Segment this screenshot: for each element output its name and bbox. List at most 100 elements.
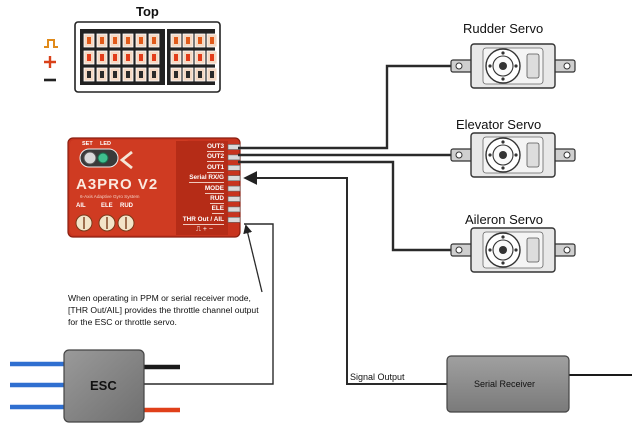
signal-output-label: Signal Output (350, 372, 405, 382)
connector-pin (87, 71, 91, 78)
esc-body (63, 349, 145, 423)
wire-out1-aileron (238, 160, 455, 252)
port-header-pins (227, 144, 241, 223)
connector-pin (198, 54, 202, 61)
header-pin (227, 196, 241, 202)
connector-pin (100, 37, 104, 44)
top-view-title: Top (136, 4, 159, 19)
set-label: SET (82, 141, 93, 147)
horn-hole (501, 261, 505, 265)
brand-subtitle: 6-Axis Adaptive Gyro System (80, 194, 140, 199)
knob-label-ail: AIL (76, 203, 86, 209)
connector-pin (186, 54, 190, 61)
note-line: for the ESC or throttle servo. (68, 317, 177, 327)
connector-pin (186, 71, 190, 78)
connector-pin (100, 54, 104, 61)
port-label: OUT2 (206, 153, 224, 163)
connector-pin (174, 71, 178, 78)
horn-hole (501, 140, 505, 144)
servo-wires (238, 64, 455, 252)
esc-label: ESC (90, 378, 117, 393)
receiver-body (446, 355, 570, 413)
connector-pin (152, 37, 156, 44)
connector-pin (139, 37, 143, 44)
connector-pin (210, 71, 214, 78)
pin-grid (83, 33, 218, 82)
connector-pin (198, 71, 202, 78)
mount-hole (563, 151, 571, 159)
esc-unit (10, 349, 180, 423)
connector-pin (174, 54, 178, 61)
horn-hole (501, 51, 505, 55)
horn-hole (514, 248, 518, 252)
port-label: ELE (211, 205, 224, 215)
note-arrow (243, 224, 263, 293)
connector-pin (152, 54, 156, 61)
header-pin (227, 165, 241, 171)
connector-pin (210, 54, 214, 61)
connector-pin (113, 37, 117, 44)
servo-gear-cover (526, 53, 540, 79)
mount-hole (455, 62, 463, 70)
chevron-logo-icon (119, 150, 133, 170)
header-pin (227, 217, 241, 223)
connector-pin (126, 54, 130, 61)
servo-group (450, 43, 576, 273)
aileron-servo-label: Aileron Servo (465, 212, 544, 227)
servo-spline (499, 246, 507, 254)
port-label: Serial RX/G (189, 174, 224, 184)
horn-hole (501, 166, 505, 170)
port-label: OUT3 (206, 143, 224, 152)
set-button (83, 151, 97, 165)
horn-hole (514, 153, 518, 157)
port-symbols: ⎍ + − (196, 226, 213, 233)
elevator-servo-label: Elevator Servo (456, 117, 542, 132)
aileron-servo (450, 227, 576, 273)
note-line: [THR Out/AIL] provides the throttle chan… (68, 305, 259, 315)
connector-pin (113, 71, 117, 78)
header-pin (227, 185, 241, 192)
connector-pin (87, 37, 91, 44)
brand-title: A3PRO V2 (76, 176, 159, 193)
mount-hole (563, 62, 571, 70)
horn-hole (488, 153, 492, 157)
horn-hole (488, 64, 492, 68)
header-pin (227, 175, 241, 181)
status-led (97, 152, 109, 164)
servo-spline (499, 62, 507, 70)
elevator-servo (450, 132, 576, 178)
port-label: THR Out / AIL (182, 215, 224, 225)
connector-pin (100, 71, 104, 78)
servo-gear-cover (526, 237, 540, 263)
port-label: MODE (204, 184, 224, 194)
knob-label-rud: RUD (120, 203, 133, 209)
signal-pulse-icon (44, 39, 58, 48)
connector-pin (210, 37, 214, 44)
a3pro-controller (67, 137, 241, 238)
thr-out-note: When operating in PPM or serial receiver… (68, 292, 318, 328)
serial-receiver-unit (446, 355, 632, 413)
horn-hole (488, 248, 492, 252)
esc-throttle-wire (142, 223, 274, 385)
mount-hole (455, 151, 463, 159)
horn-hole (514, 64, 518, 68)
rudder-servo (450, 43, 576, 89)
horn-hole (501, 235, 505, 239)
connector-pin (152, 71, 156, 78)
connector-pin (139, 54, 143, 61)
servo-spline (499, 151, 507, 159)
port-label: OUT1 (206, 163, 224, 173)
pin-legend (44, 39, 58, 82)
horn-hole (501, 77, 505, 81)
serial-receiver-label: Serial Receiver (474, 379, 536, 389)
wire-out3-rudder (238, 64, 455, 150)
connector-pin (139, 71, 143, 78)
connector-pin (126, 71, 130, 78)
gain-knobs (75, 214, 135, 232)
connector-pin (174, 37, 178, 44)
header-pin (227, 206, 241, 213)
led-label: LED (100, 141, 111, 147)
note-line: When operating in PPM or serial receiver… (68, 293, 251, 303)
rudder-servo-label: Rudder Servo (463, 21, 544, 36)
